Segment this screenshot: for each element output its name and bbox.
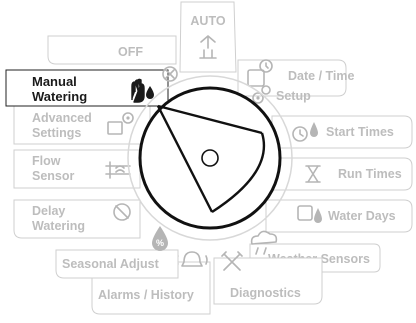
position-run-times[interactable]: Run Times: [269, 157, 413, 191]
position-auto-label: AUTO: [190, 14, 225, 28]
position-date-time-label: Date / Time: [288, 69, 355, 83]
cloud-rain-icon: [250, 230, 278, 255]
position-manual-watering-label-line2: Watering: [32, 89, 87, 104]
position-flow-sensor[interactable]: Flow Sensor: [13, 149, 141, 189]
svg-text:%: %: [156, 238, 164, 248]
hourglass-icon: [305, 165, 321, 183]
position-diagnostics-label: Diagnostics: [230, 286, 301, 300]
position-run-times-label: Run Times: [338, 167, 402, 181]
position-flow-sensor-label-line1: Flow: [32, 154, 61, 168]
position-delay-watering[interactable]: Delay Watering: [13, 199, 141, 239]
calendar-drop-icon: [297, 205, 322, 223]
hand-drop-icon: [131, 78, 154, 103]
gears-icon: [252, 85, 271, 104]
position-manual-watering[interactable]: Manual Watering: [5, 69, 169, 107]
position-off-label: OFF: [118, 45, 143, 59]
position-auto[interactable]: AUTO: [179, 1, 237, 73]
position-start-times[interactable]: Start Times: [271, 115, 413, 149]
clock-drop-icon: [292, 122, 318, 142]
position-start-times-label: Start Times: [326, 125, 394, 139]
percent-drop-icon: %: [152, 226, 168, 251]
knob-center-dot: [201, 149, 219, 167]
position-seasonal-adjust[interactable]: Seasonal Adjust %: [55, 226, 179, 279]
position-manual-watering-label-line1: Manual: [32, 74, 77, 89]
position-advanced-settings[interactable]: Advanced Settings: [13, 105, 151, 145]
controller-gear-icon: [107, 112, 134, 135]
position-setup-label: Setup: [276, 89, 311, 103]
tools-icon: [221, 251, 243, 271]
position-date-time[interactable]: Date / Time: [237, 59, 355, 97]
no-water-icon: [113, 203, 131, 221]
sprinkler-icon: [199, 35, 217, 59]
knob-grip-arc: [211, 132, 266, 214]
position-flow-sensor-label-line2: Sensor: [32, 169, 75, 183]
position-diagnostics[interactable]: Diagnostics: [213, 251, 323, 305]
knob-pointer-lower: [156, 105, 214, 213]
position-delay-watering-label-line2: Watering: [32, 219, 85, 233]
position-off[interactable]: OFF: [47, 35, 178, 82]
knob-pointer-upper: [157, 104, 263, 135]
dial-bezel: [127, 75, 293, 241]
dial-knob[interactable]: [138, 86, 282, 230]
position-delay-watering-label-line1: Delay: [32, 204, 65, 218]
position-advanced-settings-label-line1: Advanced: [32, 111, 92, 125]
calendar-clock-icon: [247, 59, 273, 87]
flow-pipe-icon: [105, 161, 131, 179]
off-x-icon: [162, 66, 178, 82]
position-water-days-label: Water Days: [328, 209, 396, 223]
position-alarms-history-label: Alarms / History: [98, 288, 194, 302]
position-advanced-settings-label-line2: Settings: [32, 126, 81, 140]
position-water-days[interactable]: Water Days: [265, 199, 413, 233]
position-seasonal-adjust-label: Seasonal Adjust: [62, 257, 160, 271]
position-setup[interactable]: Setup: [232, 74, 358, 108]
